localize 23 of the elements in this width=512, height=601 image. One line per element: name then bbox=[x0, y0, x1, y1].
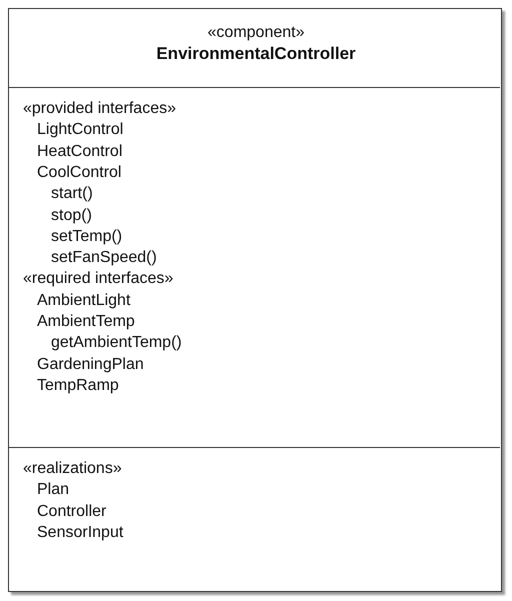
interface-name: CoolControl bbox=[37, 162, 122, 182]
operation-name: start() bbox=[51, 184, 93, 204]
interface-name: TempRamp bbox=[37, 376, 119, 395]
realization-name: Controller bbox=[37, 502, 106, 521]
interface-name: HeatControl bbox=[37, 142, 122, 161]
operation-name: stop() bbox=[51, 206, 92, 224]
component-name: EnvironmentalController bbox=[155, 44, 357, 63]
operation-name: setTemp() bbox=[51, 226, 122, 246]
stereotype-label: «component» bbox=[206, 23, 306, 42]
interface-name: AmbientLight bbox=[37, 290, 130, 310]
operation-name: getAmbientTemp() bbox=[51, 333, 182, 352]
interface-name: AmbientTemp bbox=[37, 312, 135, 331]
stereotype-label: «required interfaces» bbox=[23, 269, 174, 288]
operation-name: setFanSpeed() bbox=[51, 248, 157, 268]
compartment bbox=[9, 87, 500, 447]
component-box bbox=[8, 8, 502, 592]
interface-name: GardeningPlan bbox=[37, 354, 144, 374]
stereotype-label: «realizations» bbox=[23, 459, 122, 478]
interface-name: LightControl bbox=[37, 120, 124, 140]
compartment bbox=[9, 447, 500, 590]
stereotype-label: «provided interfaces» bbox=[23, 99, 176, 118]
realization-name: SensorInput bbox=[37, 522, 124, 542]
realization-name: Plan bbox=[37, 480, 70, 500]
